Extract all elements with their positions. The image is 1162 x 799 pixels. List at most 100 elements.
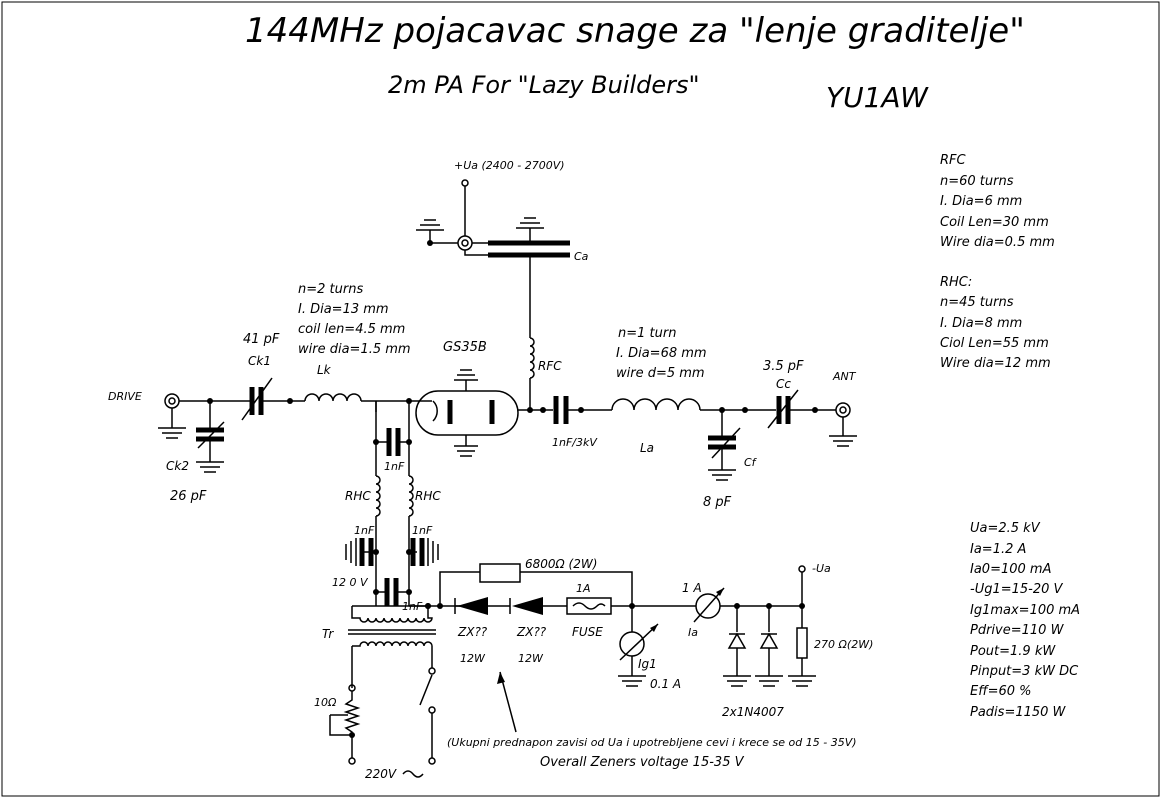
zener-1-watt: 12W	[460, 652, 486, 665]
bypass-right-capacitor	[409, 538, 439, 566]
rfc-note-4: Wire dia=0.5 mm	[940, 235, 1055, 250]
cf-label: Cf	[744, 456, 758, 469]
r6800-label: 6800Ω (2W)	[525, 557, 597, 571]
spec-6: Pout=1.9 kW	[970, 644, 1056, 659]
r10-resistor	[343, 691, 361, 758]
r270-label: 270 Ω(2W)	[814, 638, 873, 651]
ac-symbol	[402, 770, 424, 778]
cc-label: Cc	[776, 377, 791, 391]
cc-capacitor	[767, 389, 799, 429]
lk-coil	[304, 393, 362, 402]
spec-0: Ua=2.5 kV	[970, 521, 1041, 536]
zener-2-watt: 12W	[518, 652, 544, 665]
lk-note-0: n=2 turns	[298, 282, 363, 297]
drive-label: DRIVE	[108, 390, 142, 403]
zener-2-label: ZX??	[516, 625, 547, 639]
title: 144MHz pojacavac snage za "lenje gradite…	[245, 11, 1025, 51]
r10-label: 10Ω	[314, 696, 337, 709]
rfc-label: RFC	[538, 359, 562, 373]
ca-label: Ca	[574, 250, 589, 263]
ground-symbol	[723, 675, 751, 687]
output-coupling-capacitor	[553, 396, 569, 424]
rfc-note-1: n=60 turns	[940, 174, 1014, 189]
ck1-value: 41 pF	[243, 332, 280, 347]
ig1-label: Ig1	[638, 657, 657, 671]
minus-ua-label: -Ua	[812, 562, 831, 575]
diode-2	[759, 606, 779, 676]
rfc-note-3: Coil Len=30 mm	[940, 215, 1049, 230]
mains-label: 220V	[365, 767, 397, 781]
la-coil	[611, 398, 701, 411]
ant-label: ANT	[832, 370, 857, 383]
ground-symbol	[454, 445, 478, 457]
ck2-label: Ck2	[166, 459, 189, 473]
ground-symbol	[158, 427, 186, 439]
drive-connector	[164, 393, 180, 409]
lk-note-3: wire dia=1.5 mm	[298, 342, 411, 357]
heater-cap-label: 1nF	[384, 460, 405, 473]
fuse-rating: 1A	[576, 582, 591, 595]
heater-voltage-label: 12 0 V	[332, 576, 369, 589]
bypass-left-capacitor	[345, 538, 376, 566]
lk-note-2: coil len=4.5 mm	[298, 322, 405, 337]
transformer-label: Tr	[322, 627, 334, 641]
spec-4: Ig1max=100 mA	[970, 603, 1080, 618]
lk-label: Lk	[317, 363, 332, 377]
rhc-note-3: Ciol Len=55 mm	[940, 336, 1049, 351]
rfc-note-2: I. Dia=6 mm	[940, 194, 1022, 209]
ground-symbol	[829, 435, 857, 447]
ground-symbol	[618, 675, 646, 687]
ground-symbol	[788, 675, 816, 687]
ia-meter-value: 1 A	[682, 581, 702, 595]
ground-symbol	[454, 369, 478, 381]
diodes-label: 2x1N4007	[722, 705, 784, 719]
ck1-label: Ck1	[248, 354, 271, 368]
la-note-1: I. Dia=68 mm	[616, 346, 707, 361]
antenna-connector	[835, 402, 851, 418]
ground-symbol	[516, 217, 544, 229]
feedthrough-connector	[457, 235, 473, 251]
rhc-note-1: n=45 turns	[940, 295, 1014, 310]
la-note-0: n=1 turn	[618, 326, 676, 341]
rfc-coil	[529, 337, 535, 379]
spec-1: Ia=1.2 A	[970, 542, 1026, 557]
diode-1	[727, 606, 747, 676]
la-label: La	[640, 441, 654, 455]
callsign: YU1AW	[826, 81, 929, 114]
transformer-bypass-capacitor	[384, 578, 399, 606]
mains-switch	[419, 674, 433, 706]
ck2-value: 26 pF	[170, 489, 207, 504]
zener-1-label: ZX??	[457, 625, 488, 639]
zener-1	[454, 597, 488, 615]
ck1-capacitor	[241, 377, 273, 421]
spec-7: Pinput=3 kW DC	[970, 664, 1079, 679]
spec-2: Ia0=100 mA	[970, 562, 1051, 577]
output-cap-label: 1nF/3kV	[552, 436, 598, 449]
ia-label: Ia	[688, 626, 698, 639]
fuse-label: FUSE	[572, 625, 603, 639]
ig1-meter	[619, 623, 659, 661]
zener-2	[509, 597, 543, 615]
ck2-capacitor	[196, 421, 225, 449]
note-english: Overall Zeners voltage 15-35 V	[540, 755, 745, 770]
spec-9: Padis=1150 W	[970, 705, 1067, 720]
ig1-value: 0.1 A	[650, 677, 681, 691]
ground-symbol	[196, 461, 224, 473]
r270-resistor	[796, 627, 808, 659]
lk-note-1: I. Dia=13 mm	[298, 302, 389, 317]
rhc-note-0: RHC:	[940, 275, 972, 290]
heater-bypass-capacitor	[386, 428, 401, 456]
rfc-notes: RFC n=60 turns I. Dia=6 mm Coil Len=30 m…	[940, 153, 1055, 250]
specs-list: Ua=2.5 kV Ia=1.2 A Ia0=100 mA -Ug1=15-20…	[970, 521, 1080, 720]
spec-5: Pdrive=110 W	[970, 623, 1065, 638]
bypass-right-label: 1nF	[412, 524, 433, 537]
cc-value: 3.5 pF	[763, 359, 804, 374]
tube-label: GS35B	[443, 340, 487, 355]
note-serbian: (Ukupni prednapon zavisi od Ua i upotreb…	[447, 736, 857, 749]
la-note-2: wire d=5 mm	[616, 366, 705, 381]
rhc-right-coil	[408, 475, 414, 517]
r6800-resistor	[479, 563, 521, 583]
